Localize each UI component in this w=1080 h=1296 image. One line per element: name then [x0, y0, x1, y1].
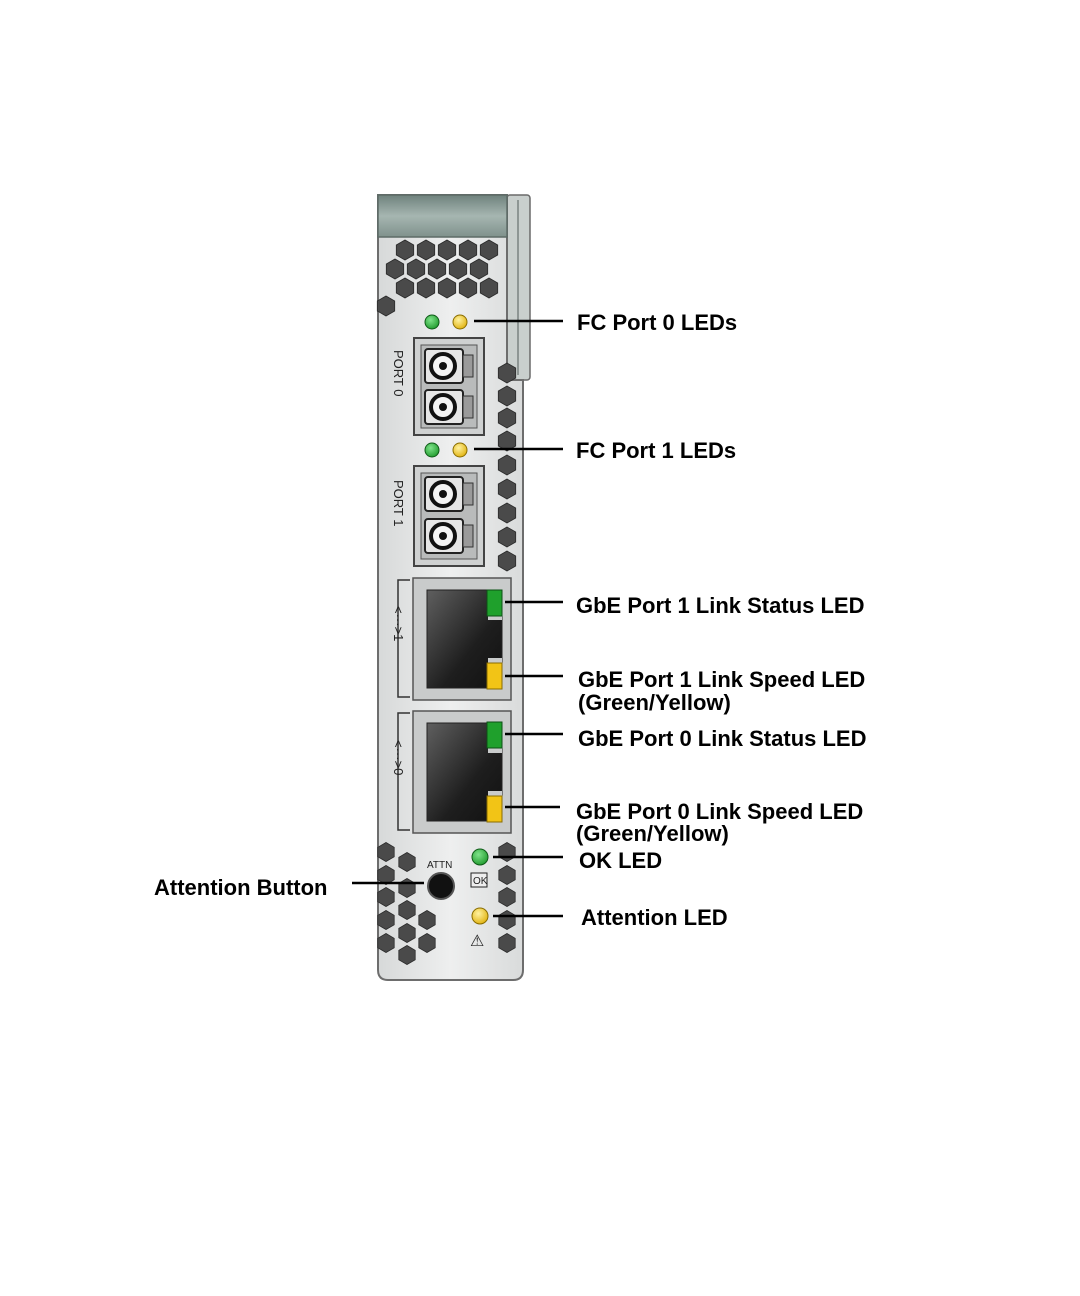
gbe-port-0-link-status-label: GbE Port 0 Link Status LED — [578, 726, 866, 751]
vent-hole — [497, 385, 517, 407]
vent-hole — [497, 430, 517, 452]
vent-hole — [498, 865, 516, 885]
gbe-0-label: <···>0 — [391, 740, 406, 775]
vent-hole — [398, 900, 416, 920]
fc-port-1-connector-b[interactable] — [424, 518, 474, 554]
fc-port-0-leds-label: FC Port 0 LEDs — [577, 310, 737, 335]
fc-port-0-connector-a[interactable] — [424, 348, 474, 384]
vent-hole — [497, 362, 517, 384]
vent-hole — [479, 277, 499, 299]
attn-label: ATTN — [427, 860, 452, 871]
vent-hole — [377, 910, 395, 930]
ok-label: OK — [473, 876, 488, 887]
warning-icon: ⚠ — [470, 931, 484, 950]
fc-port-1-leds-label: FC Port 1 LEDs — [576, 438, 736, 463]
attention-button-label: Attention Button — [154, 875, 328, 900]
vent-hole — [385, 258, 405, 280]
vent-hole — [416, 277, 436, 299]
vent-hole — [497, 454, 517, 476]
gbe-port-1-link-speed-label: GbE Port 1 Link Speed LED — [578, 667, 865, 692]
vent-hole — [497, 502, 517, 524]
gbe-port-1-link-status-label: GbE Port 1 Link Status LED — [576, 593, 864, 618]
port-1-label: PORT 1 — [391, 480, 406, 526]
gbe-port-1-link-status-led — [486, 589, 503, 617]
gbe-port-1-link-speed-note: (Green/Yellow) — [578, 690, 731, 715]
vent-hole — [416, 239, 436, 261]
vent-hole — [448, 258, 468, 280]
vent-hole — [418, 910, 436, 930]
fc-port-1: PORT 1 — [391, 442, 485, 567]
attention-led-label: Attention LED — [581, 905, 728, 930]
fc-port-0-connector-b[interactable] — [424, 389, 474, 425]
vent-hole — [458, 277, 478, 299]
bottom-controls: ATTN OK ⚠ — [427, 848, 489, 950]
port-0-label: PORT 0 — [391, 350, 406, 396]
gbe-port-0-link-speed-note: (Green/Yellow) — [576, 821, 729, 846]
vent-hole — [437, 277, 457, 299]
fc-port-1-connector-a[interactable] — [424, 476, 474, 512]
fc-port-0: PORT 0 — [391, 314, 485, 436]
vent-hole — [469, 258, 489, 280]
gbe-port-0-link-status-led — [486, 721, 503, 749]
callout-labels: FC Port 0 LEDs FC Port 1 LEDs GbE Port 1… — [154, 310, 866, 930]
fc-port-0-green-led — [424, 314, 440, 330]
vent-hole — [418, 933, 436, 953]
fc-port-1-yellow-led — [452, 442, 468, 458]
vent-hole — [377, 933, 395, 953]
attention-led — [471, 907, 489, 925]
vent-hole — [497, 550, 517, 572]
vent-hole — [377, 865, 395, 885]
ok-led-label: OK LED — [579, 848, 662, 873]
vent-hole — [395, 277, 415, 299]
vent-hole — [395, 239, 415, 261]
ventilation-holes — [376, 239, 517, 965]
vent-hole — [398, 945, 416, 965]
vent-hole — [497, 478, 517, 500]
vent-hole — [497, 407, 517, 429]
fc-port-0-yellow-led — [452, 314, 468, 330]
gbe-port-1: <···>1 — [391, 577, 512, 701]
gbe-port-0: <···>0 — [391, 710, 512, 834]
ok-led — [471, 848, 489, 866]
gbe-1-label: <···>1 — [391, 606, 406, 641]
gbe-port-0-link-speed-led — [486, 795, 503, 823]
callout-lines — [352, 319, 563, 918]
vent-hole — [497, 526, 517, 548]
top-handle — [377, 194, 508, 238]
vent-hole — [458, 239, 478, 261]
vent-hole — [398, 923, 416, 943]
vent-hole — [377, 887, 395, 907]
vent-hole — [376, 295, 396, 317]
vent-hole — [437, 239, 457, 261]
gbe-port-0-link-speed-label: GbE Port 0 Link Speed LED — [576, 799, 863, 824]
gbe-port-1-link-speed-led — [486, 662, 503, 690]
vent-hole — [498, 933, 516, 953]
attention-button[interactable] — [427, 872, 455, 900]
fc-port-1-green-led — [424, 442, 440, 458]
vent-hole — [479, 239, 499, 261]
vent-hole — [406, 258, 426, 280]
vent-hole — [498, 887, 516, 907]
vent-hole — [398, 852, 416, 872]
vent-hole — [427, 258, 447, 280]
vent-hole — [377, 842, 395, 862]
